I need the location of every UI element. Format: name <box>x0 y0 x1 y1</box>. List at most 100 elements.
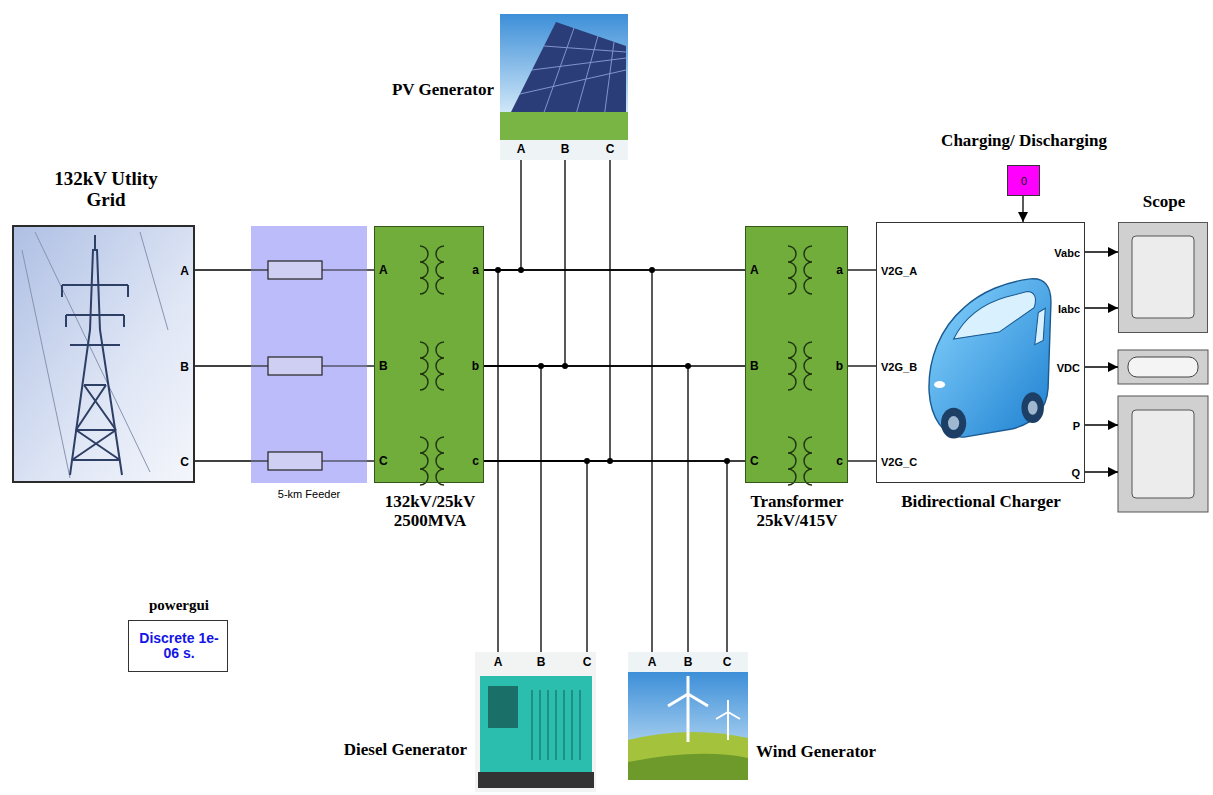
feeder-illustration <box>251 226 367 483</box>
junction-dot <box>495 267 730 464</box>
car-illustration <box>934 381 945 388</box>
block-title: Transformer 25kV/415V <box>737 493 857 530</box>
port-label: A <box>494 656 503 669</box>
feeder-illustration <box>322 460 367 461</box>
signal-arrow <box>1085 307 1118 308</box>
pv-illustration <box>520 28 626 118</box>
feeder-illustration <box>268 452 322 470</box>
signal-wire <box>1085 424 1118 425</box>
power-line <box>367 269 374 270</box>
junction-dot <box>538 363 544 369</box>
transformer-illustration <box>420 342 428 390</box>
powergui-block: powerguiDiscrete 1e-06 s. <box>128 620 228 672</box>
charger-illustration <box>876 222 1085 483</box>
wind-generator-illustration <box>668 676 740 742</box>
scope-illustration <box>1118 350 1208 384</box>
diesel-generator-illustration <box>480 676 592 774</box>
block-label: 5-km Feeder <box>278 488 340 500</box>
feeder-illustration <box>251 460 268 461</box>
power-line <box>195 365 251 366</box>
wind-generator-block: Wind GeneratorABC <box>628 652 748 780</box>
transformer-illustration <box>804 437 812 485</box>
car-illustration <box>1022 392 1044 423</box>
scope-illustration <box>1128 357 1198 377</box>
block-title: Diesel Generator <box>344 741 467 760</box>
port-label: A <box>517 143 526 156</box>
block-title: Bidirectional Charger <box>901 493 1061 512</box>
car-illustration <box>954 292 1036 340</box>
power-line <box>367 460 374 461</box>
port-label: C <box>180 456 189 469</box>
power-line <box>195 269 251 270</box>
constant-block: Charging/ Discharging0 <box>1007 165 1040 196</box>
wind-generator-illustration <box>628 652 748 672</box>
wind-generator-illustration <box>727 712 729 740</box>
port-label: B <box>750 360 759 373</box>
signal-wire <box>1085 471 1118 472</box>
port-label: b <box>836 360 843 373</box>
power-line <box>484 460 745 461</box>
grid-illustration <box>62 285 128 345</box>
port-label: A <box>750 264 759 277</box>
port-label: B <box>180 361 189 374</box>
block-title: Wind Generator <box>756 743 876 762</box>
feeder-illustration <box>322 365 367 366</box>
scope-block: Scope <box>1118 222 1208 333</box>
transformer-block: 132kV/25kV 2500MVAABCabc <box>374 226 484 483</box>
diesel-generator-illustration <box>532 690 580 760</box>
feeder-illustration <box>322 269 367 270</box>
feeder-illustration <box>251 226 367 483</box>
junction-dot <box>649 267 655 273</box>
wind-generator-illustration <box>668 676 708 706</box>
feeder-illustration <box>268 261 322 279</box>
feeder-illustration <box>251 269 268 270</box>
transformer-illustration <box>788 437 796 485</box>
power-line <box>484 365 745 366</box>
power-line <box>484 160 521 270</box>
port-label: VDC <box>1056 362 1081 374</box>
power-line <box>848 365 876 366</box>
power-line <box>848 460 876 461</box>
port-label: A <box>379 264 388 277</box>
port-label: B <box>379 360 388 373</box>
grid-illustration <box>62 285 128 327</box>
pv-illustration <box>500 112 628 140</box>
junction-dot <box>562 363 568 369</box>
grid-illustration <box>12 225 195 483</box>
grid-illustration <box>62 235 128 475</box>
grid-illustration <box>94 235 96 250</box>
bidirectional-charger-block: Bidirectional ChargerV2G_AV2G_BV2G_CVabc… <box>876 222 1085 483</box>
port-label: C <box>750 455 759 468</box>
car-illustration <box>941 408 966 439</box>
solver-setting: Discrete 1e-06 s. <box>139 631 219 662</box>
transformer-illustration <box>804 342 812 390</box>
wind-generator-illustration <box>628 652 748 780</box>
car-illustration <box>948 416 959 430</box>
constant-value: 0 <box>1021 175 1027 187</box>
port-label: a <box>836 264 843 277</box>
junction-dot <box>518 267 524 273</box>
power-line <box>848 269 876 270</box>
block-title: Charging/ Discharging <box>941 132 1107 151</box>
block-title: 132kV Utlity Grid <box>50 169 162 211</box>
pv-illustration <box>500 14 628 118</box>
port-label: A <box>180 265 189 278</box>
port-label: C <box>723 656 732 669</box>
power-line <box>484 160 565 366</box>
transformer-illustration <box>420 246 428 294</box>
port-label: Q <box>1070 467 1081 479</box>
pv-illustration <box>520 28 626 118</box>
power-line <box>484 366 541 652</box>
junction-dot <box>584 458 590 464</box>
transformer-illustration <box>374 226 484 483</box>
signal-arrow <box>1085 251 1118 252</box>
port-label: Vabc <box>1053 247 1081 259</box>
diesel-generator-illustration <box>475 652 596 792</box>
feeder-illustration <box>251 261 367 470</box>
port-label: a <box>472 264 479 277</box>
utility-grid-block: 132kV Utlity GridABC <box>12 225 195 483</box>
transformer-illustration <box>436 342 444 390</box>
wind-generator-illustration <box>628 672 748 780</box>
